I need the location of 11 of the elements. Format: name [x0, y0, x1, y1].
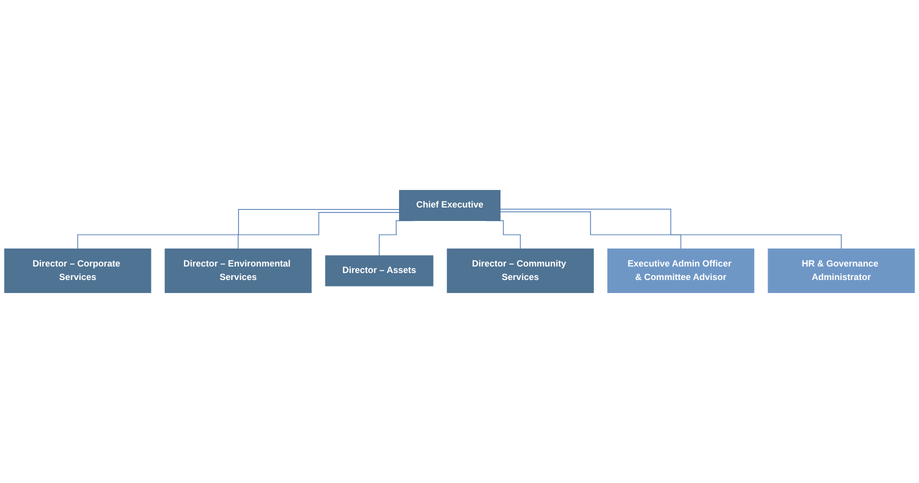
node-box: Director – Assets — [325, 255, 434, 286]
connector — [77, 209, 400, 250]
connector — [500, 211, 682, 250]
connector — [238, 212, 400, 250]
connector — [500, 208, 842, 250]
node-box: Director – Environmental Services — [164, 248, 312, 294]
node-box: Chief Executive — [399, 190, 501, 221]
node-box: Director – Corporate Services — [4, 248, 152, 294]
node-box: Director – Community Services — [446, 248, 594, 294]
node-box: HR & Governance Administrator — [768, 248, 915, 294]
node-box: Executive Admin Officer & Committee Advisor — [607, 248, 754, 294]
